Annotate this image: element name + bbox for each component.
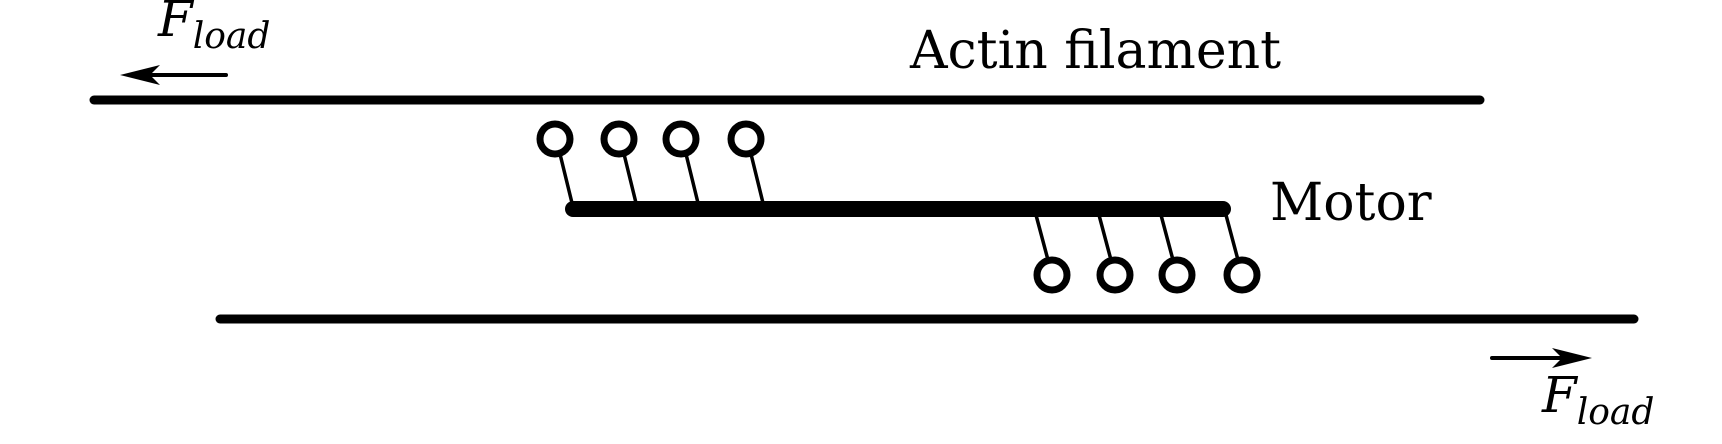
motor-heads-top	[536, 120, 765, 205]
force-right-symbol: F	[1541, 366, 1579, 424]
head	[536, 120, 574, 158]
svg-text:Fload: Fload	[1541, 366, 1654, 433]
svg-text:Fload: Fload	[157, 0, 270, 57]
actin-filament-label: Actin filament	[909, 21, 1281, 81]
load-force-left: Fload	[120, 0, 270, 85]
force-left-symbol: F	[157, 0, 195, 48]
neck	[1224, 213, 1240, 262]
neck	[1159, 213, 1175, 262]
neck	[749, 152, 765, 205]
head	[600, 120, 638, 158]
head	[1223, 256, 1261, 294]
force-left-arrowhead	[120, 65, 160, 85]
neck	[558, 152, 574, 205]
motor-head-bottom-3	[1158, 213, 1196, 294]
motor-head-top-3	[662, 120, 700, 205]
load-force-right: Fload	[1490, 348, 1654, 433]
motor-label: Motor	[1270, 173, 1432, 233]
neck	[684, 152, 700, 205]
force-left-subscript: load	[193, 16, 271, 57]
force-right-arrowhead	[1552, 348, 1592, 368]
neck	[1034, 213, 1050, 262]
head	[662, 120, 700, 158]
motor-head-bottom-4	[1223, 213, 1261, 294]
head	[1033, 256, 1071, 294]
head	[1096, 256, 1134, 294]
motor-head-top-2	[600, 120, 638, 205]
force-right-subscript: load	[1577, 392, 1655, 433]
motor-head-top-4	[727, 120, 765, 205]
motor-head-bottom-2	[1096, 213, 1134, 294]
motor-heads-bottom	[1033, 213, 1261, 294]
motor-head-top-1	[536, 120, 574, 205]
motor-head-bottom-1	[1033, 213, 1071, 294]
neck	[1097, 213, 1113, 262]
head	[727, 120, 765, 158]
neck	[622, 152, 638, 205]
head	[1158, 256, 1196, 294]
